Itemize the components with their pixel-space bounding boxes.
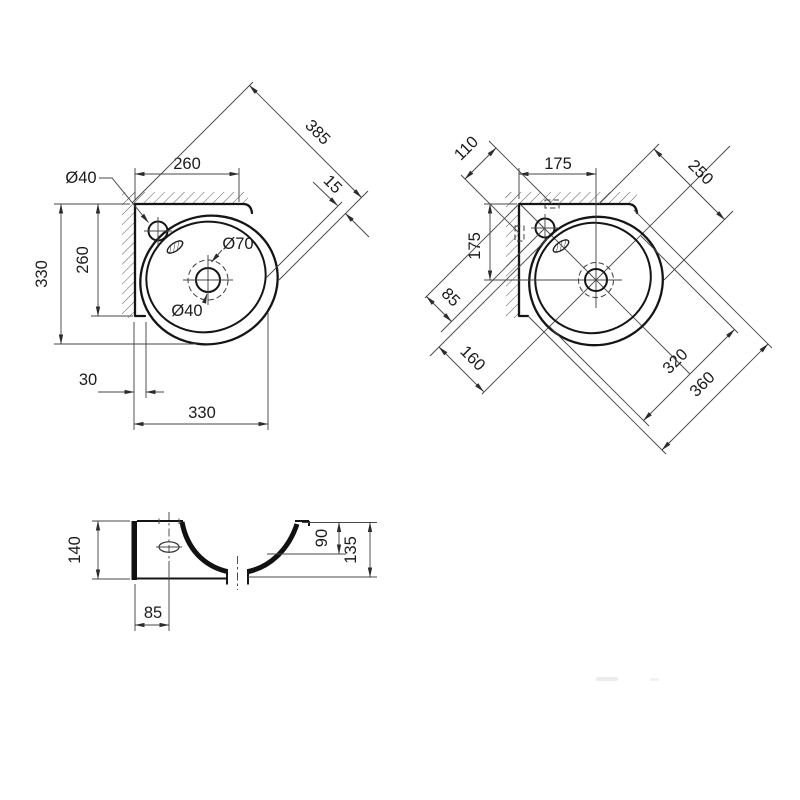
dim-bowl-near-offset: 160 [429,237,549,392]
top-view-b: 175 175 110 250 85 [424,133,773,455]
dim-label-15: 15 [320,172,346,198]
dim-label-330-bottom: 330 [188,404,216,422]
dim-label-320: 320 [659,345,691,377]
bowl-outer-rim [139,214,279,346]
dim-label-175-top: 175 [544,155,572,173]
dim-label-330-left: 330 [33,260,51,288]
mount-hole-top [544,199,560,209]
back-ledge-section [131,521,137,580]
leader-drain-hole: Ø40 [171,293,208,320]
dim-label-385: 385 [301,116,333,148]
drain-hole-b [584,268,608,292]
bowl-inner-rim [145,220,267,334]
dim-label-85-diag: 85 [438,285,464,311]
dim-side-height: 330 [33,203,196,345]
dim-rim-thickness: 15 [265,172,370,279]
diagonal-axis-line [519,203,691,375]
wall-hatch-top-b [505,192,637,204]
bowl-wall-left-section [179,521,228,574]
bowl-outer-rim-b [528,215,664,347]
dim-side-offset: 30 [79,322,164,430]
dim-label-85-section: 85 [144,604,162,622]
overflow-slot-b [552,239,570,253]
dim-faucet-diag-offset: 85 [424,203,546,333]
mount-hole-left [514,225,525,242]
watermark-smudge [596,677,659,681]
dim-mount-spacing: 110 [451,133,553,234]
dim-back-height: 140 [66,520,130,580]
dim-bottom-width: 330 [133,312,269,430]
top-view-a: 260 385 15 Ø40 330 [33,81,370,430]
dim-bowl-depth: 90 [267,522,377,555]
bowl-inner-rim-b [534,221,652,335]
bowl-wall-right-section [247,523,300,574]
overflow-slot [166,240,184,254]
leader-drain-flange: Ø70 [211,235,254,263]
wall-hatch-left [122,192,135,318]
dim-label-260-top: 260 [173,155,201,173]
dim-label-110: 110 [451,133,482,164]
wall-hatch-top [127,192,248,204]
deck-outline-b [517,202,639,318]
drain-flange-b [578,262,614,298]
dim-label-260-ledge: 260 [74,246,92,274]
dim-top-width: 260 [134,155,240,202]
dim-label-140: 140 [66,536,84,564]
dim-label-d70: Ø70 [222,235,253,253]
dim-label-drain-d40: Ø40 [171,302,202,320]
dim-faucet-from-wall: 85 [134,561,170,631]
dim-label-90: 90 [313,529,331,547]
section-view: 140 90 135 85 [66,512,377,631]
dim-ledge-height: 260 [74,203,133,317]
dim-label-30: 30 [79,371,97,389]
dim-label-175-left: 175 [466,232,484,260]
leader-faucet-hole: Ø40 [65,169,149,223]
dim-front-height: 135 [248,522,377,578]
dim-drain-offset-x: 175 [518,155,597,199]
dim-label-135: 135 [342,536,360,564]
dim-diagonal-depth: 250 [598,143,734,281]
dim-label-faucet-d40: Ø40 [65,169,96,187]
deck-outline [133,202,254,318]
